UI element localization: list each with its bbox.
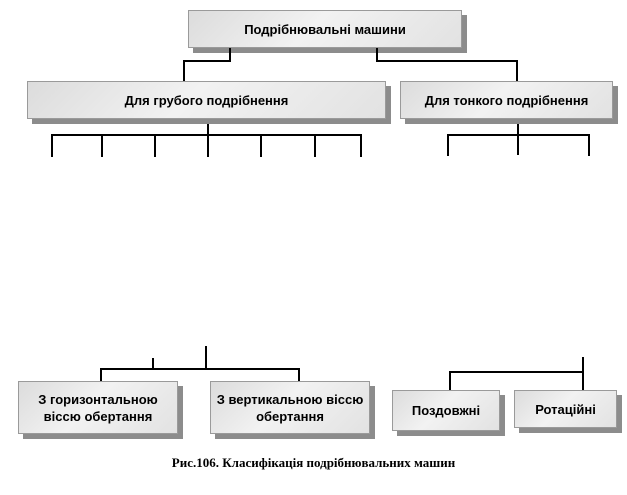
connector-fine-lower-stem bbox=[582, 357, 584, 390]
connector-shaft-leg-right bbox=[298, 368, 300, 381]
rotational-node: Ротаційні bbox=[514, 390, 617, 428]
horizontal-axis-node: З горизонтальною віссю обертання bbox=[18, 381, 178, 434]
figure-caption: Рис.106. Класифікація подрібнювальних ма… bbox=[171, 455, 456, 470]
connector-coarse-leg-1 bbox=[51, 134, 53, 157]
connector-root-left-h bbox=[183, 60, 231, 62]
connector-shaft-tick bbox=[152, 358, 154, 370]
root-node: Подрібнювальні машини bbox=[188, 10, 462, 48]
connector-root-right-down bbox=[516, 60, 518, 81]
connector-root-right-h bbox=[376, 60, 518, 62]
connector-shaft-bar bbox=[100, 368, 300, 370]
connector-coarse-leg-2 bbox=[101, 134, 103, 157]
connector-fine-bar bbox=[447, 134, 590, 136]
connector-fine-lower-bar bbox=[449, 371, 584, 373]
connector-shaft-stem bbox=[205, 346, 207, 370]
connector-coarse-leg-3 bbox=[154, 134, 156, 157]
connector-coarse-leg-6 bbox=[360, 134, 362, 157]
connector-fine-stem bbox=[517, 124, 519, 155]
connector-fine-leg-1 bbox=[447, 134, 449, 156]
connector-coarse-stem bbox=[207, 124, 209, 157]
longitudinal-node: Поздовжні bbox=[392, 390, 500, 431]
connector-fine-lower-leg bbox=[449, 371, 451, 390]
vertical-axis-node: З вертикальною віссю обертання bbox=[210, 381, 370, 434]
coarse-node: Для грубого подрібнення bbox=[27, 81, 386, 119]
connector-coarse-leg-4 bbox=[260, 134, 262, 157]
connector-coarse-bar bbox=[51, 134, 362, 136]
connector-root-left-down bbox=[183, 60, 185, 81]
connector-fine-leg-2 bbox=[588, 134, 590, 156]
fine-node: Для тонкого подрібнення bbox=[400, 81, 613, 119]
connector-root-right-up bbox=[376, 48, 378, 62]
connector-shaft-leg-left bbox=[100, 368, 102, 381]
connector-coarse-leg-5 bbox=[314, 134, 316, 157]
connector-root-left-up bbox=[229, 48, 231, 62]
